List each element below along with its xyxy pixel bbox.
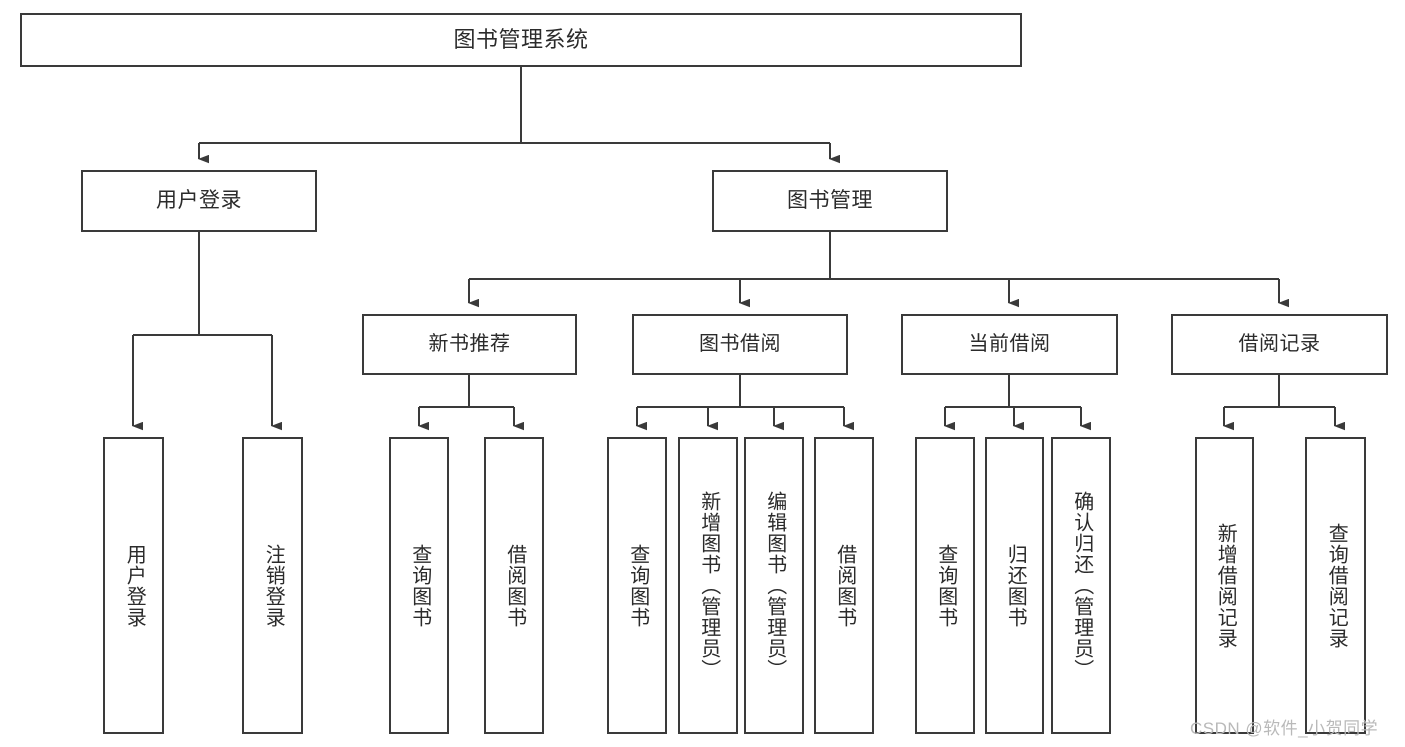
node-book-management-label: 图书管理 (787, 188, 873, 212)
node-root-system[interactable]: 图书管理系统 (20, 13, 1022, 67)
leaf-add-borrow-record-label: 新增借阅记录 (1214, 522, 1237, 649)
leaf-add-borrow-record[interactable]: 新增借阅记录 (1195, 437, 1254, 734)
leaf-edit-book-admin-label: 编辑图书（管理员） (763, 491, 786, 680)
leaf-query-borrow-record[interactable]: 查询借阅记录 (1305, 437, 1366, 734)
leaf-query-borrow-record-label: 查询借阅记录 (1325, 522, 1348, 649)
node-current-borrow-label: 当前借阅 (968, 333, 1051, 356)
leaf-logout-label: 注销登录 (262, 543, 285, 628)
node-user-login[interactable]: 用户登录 (81, 170, 317, 232)
node-book-management[interactable]: 图书管理 (712, 170, 948, 232)
leaf-query-book-newbook[interactable]: 查询图书 (389, 437, 449, 734)
leaf-user-login-label: 用户登录 (123, 543, 146, 628)
leaf-query-book-current[interactable]: 查询图书 (915, 437, 975, 734)
leaf-borrow-book-label: 借阅图书 (833, 543, 856, 628)
leaf-borrow-book[interactable]: 借阅图书 (814, 437, 874, 734)
node-borrow-record[interactable]: 借阅记录 (1171, 314, 1388, 375)
node-user-login-label: 用户登录 (156, 188, 242, 212)
node-borrow-record-label: 借阅记录 (1238, 333, 1321, 356)
leaf-add-book-admin-label: 新增图书（管理员） (697, 491, 720, 680)
leaf-query-book-borrow[interactable]: 查询图书 (607, 437, 667, 734)
leaf-borrow-book-newbook-label: 借阅图书 (503, 543, 526, 628)
node-current-borrow[interactable]: 当前借阅 (901, 314, 1118, 375)
leaf-logout[interactable]: 注销登录 (242, 437, 303, 734)
node-book-borrow-label: 图书借阅 (699, 333, 781, 356)
csdn-watermark: CSDN @软件_小贺同学 (1190, 719, 1379, 738)
node-root-system-label: 图书管理系统 (453, 27, 589, 53)
leaf-return-book[interactable]: 归还图书 (985, 437, 1044, 734)
leaf-return-book-label: 归还图书 (1004, 543, 1027, 628)
leaf-confirm-return-admin[interactable]: 确认归还（管理员） (1051, 437, 1111, 734)
leaf-confirm-return-admin-label: 确认归还（管理员） (1070, 491, 1093, 680)
leaf-query-book-current-label: 查询图书 (934, 543, 957, 628)
leaf-add-book-admin[interactable]: 新增图书（管理员） (678, 437, 738, 734)
leaf-query-book-newbook-label: 查询图书 (408, 543, 431, 628)
node-book-borrow[interactable]: 图书借阅 (632, 314, 848, 375)
leaf-user-login[interactable]: 用户登录 (103, 437, 164, 734)
node-new-book-recommend-label: 新书推荐 (428, 333, 511, 356)
leaf-query-book-borrow-label: 查询图书 (626, 543, 649, 628)
leaf-borrow-book-newbook[interactable]: 借阅图书 (484, 437, 544, 734)
node-new-book-recommend[interactable]: 新书推荐 (362, 314, 577, 375)
leaf-edit-book-admin[interactable]: 编辑图书（管理员） (744, 437, 804, 734)
